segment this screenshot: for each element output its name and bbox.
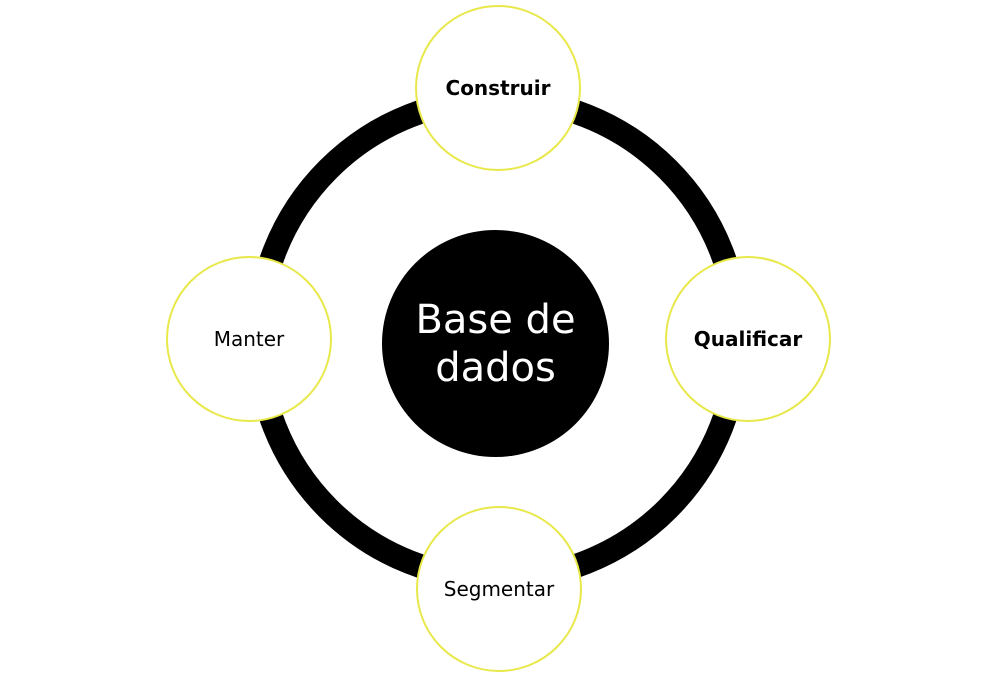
node-segmentar: Segmentar (416, 506, 582, 672)
center-node-database: Base de dados (382, 230, 609, 457)
node-construir: Construir (415, 5, 581, 171)
node-manter: Manter (166, 256, 332, 422)
center-node-label: Base de dados (415, 296, 576, 391)
node-construir-label: Construir (445, 76, 551, 100)
node-qualificar-label: Qualificar (693, 327, 803, 351)
node-qualificar: Qualificar (665, 256, 831, 422)
node-manter-label: Manter (213, 327, 285, 351)
node-segmentar-label: Segmentar (443, 577, 555, 601)
